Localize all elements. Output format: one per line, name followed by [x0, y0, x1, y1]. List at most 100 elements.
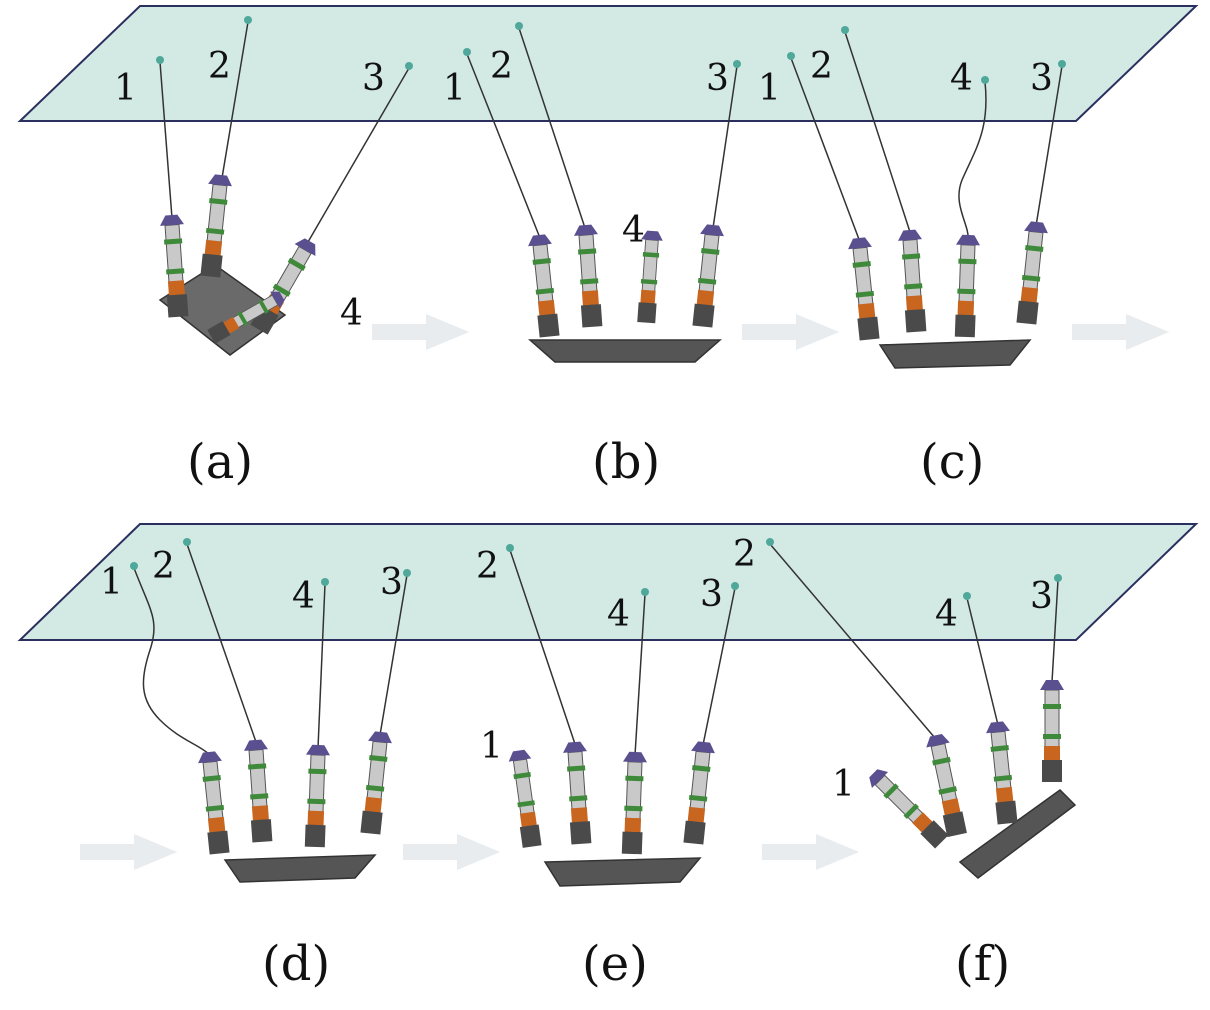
anchor-point	[156, 56, 164, 64]
cable-2	[769, 543, 936, 739]
robot-leg	[357, 730, 394, 836]
robot-leg	[242, 738, 275, 844]
robot-leg	[1013, 220, 1050, 326]
cable-4	[966, 597, 999, 726]
anchor-point	[405, 62, 413, 70]
robot-leg	[619, 751, 648, 855]
cable-label: 4	[935, 594, 958, 635]
robot-leg	[896, 228, 929, 334]
robot-body-plate	[543, 857, 702, 887]
anchor-point	[766, 538, 774, 546]
cable-1-slack	[133, 567, 211, 756]
cable-3	[379, 574, 408, 736]
panel-d: 1 2 4 3 (d)	[100, 538, 411, 992]
wall-plane-bottom	[17, 523, 1199, 641]
anchor-point	[733, 60, 741, 68]
anchor-point	[183, 538, 191, 546]
panel-caption: (e)	[582, 936, 648, 992]
cable-label: 1	[100, 562, 123, 603]
cable-label: 3	[706, 58, 729, 99]
cable-3	[712, 65, 738, 229]
cable-2	[509, 549, 576, 745]
panel-b: 1 2 3 4 (b)	[443, 22, 741, 490]
cable-label: 4	[292, 576, 315, 617]
anchor-point	[731, 582, 739, 590]
panel-f: 2 4 3 1 (f)	[733, 534, 1077, 992]
cable-label: 3	[380, 562, 403, 603]
robot-leg	[689, 223, 726, 329]
cable-label: 4	[950, 58, 973, 99]
robot-leg	[680, 740, 717, 846]
anchor-point	[321, 578, 329, 586]
robot-leg	[526, 233, 563, 339]
robot-leg	[197, 173, 234, 279]
anchor-point	[403, 569, 411, 577]
anchor-point	[1058, 60, 1066, 68]
wall-plane-top	[17, 5, 1199, 122]
cable-3	[1051, 579, 1059, 683]
panel-caption: (a)	[187, 434, 253, 490]
cable-3	[702, 587, 736, 746]
robot-leg	[846, 236, 883, 342]
anchor-point	[787, 52, 795, 60]
cable-label: 2	[490, 46, 513, 87]
cable-2	[186, 543, 257, 743]
cable-1	[790, 57, 861, 243]
robot-body-plate	[158, 264, 287, 356]
anchor-point	[130, 562, 138, 570]
panel-caption: (b)	[592, 434, 660, 490]
panel-caption: (f)	[955, 936, 1010, 992]
cable-label: 2	[733, 534, 756, 575]
cable-1	[159, 61, 173, 219]
cable-label: 3	[1030, 576, 1053, 617]
cable-label: 1	[832, 764, 855, 805]
robot-leg	[952, 234, 981, 338]
anchor-point	[641, 588, 649, 596]
top-row: 1 2 3 4 (a) 1 2 3 4 (b)	[17, 5, 1199, 490]
cable-3	[1035, 65, 1063, 227]
robot-leg	[864, 764, 951, 851]
robot-leg	[561, 740, 594, 846]
panel-caption: (c)	[920, 434, 984, 490]
cable-label: 3	[700, 574, 723, 615]
cable-label: 1	[480, 726, 503, 767]
anchor-point	[515, 22, 523, 30]
panel-a: 1 2 3 4 (a)	[114, 16, 413, 490]
cable-label: 2	[810, 46, 833, 87]
robot-body-plate	[878, 339, 1032, 369]
cable-label: 1	[758, 68, 781, 109]
robot-body-plate	[528, 339, 722, 363]
cable-label: 3	[362, 58, 385, 99]
cable-2	[221, 21, 249, 179]
robot-leg	[196, 750, 233, 856]
robot-body-plate	[958, 789, 1077, 879]
anchor-point	[1054, 574, 1062, 582]
sequence-arrow	[372, 314, 470, 350]
cable-4-slack	[958, 81, 987, 241]
anchor-point	[463, 48, 471, 56]
anchor-point	[506, 544, 514, 552]
cable-3	[307, 67, 410, 243]
cable-4	[317, 583, 326, 749]
cable-label: 4	[340, 293, 363, 334]
bottom-row: 1 2 4 3 (d) 2 4 3 1 (e)	[17, 523, 1199, 992]
cable-label: 2	[152, 546, 175, 587]
cable-label: 2	[208, 46, 231, 87]
panel-c: 1 2 4 3 (c)	[758, 26, 1066, 490]
cable-label: 4	[622, 210, 645, 251]
cable-label: 1	[114, 68, 137, 109]
robot-leg	[302, 744, 331, 848]
robot-leg	[1039, 679, 1065, 783]
robot-leg	[506, 748, 544, 849]
anchor-point	[981, 76, 989, 84]
cable-label: 4	[607, 594, 630, 635]
panel-e: 2 4 3 1 (e)	[476, 544, 739, 992]
anchor-point	[841, 26, 849, 34]
cable-label: 3	[1030, 58, 1053, 99]
sequence-arrow	[1072, 314, 1170, 350]
cable-label: 2	[476, 546, 499, 587]
robot-leg	[248, 234, 321, 337]
panel-caption: (d)	[262, 936, 330, 992]
robot-body-plate	[223, 854, 377, 883]
